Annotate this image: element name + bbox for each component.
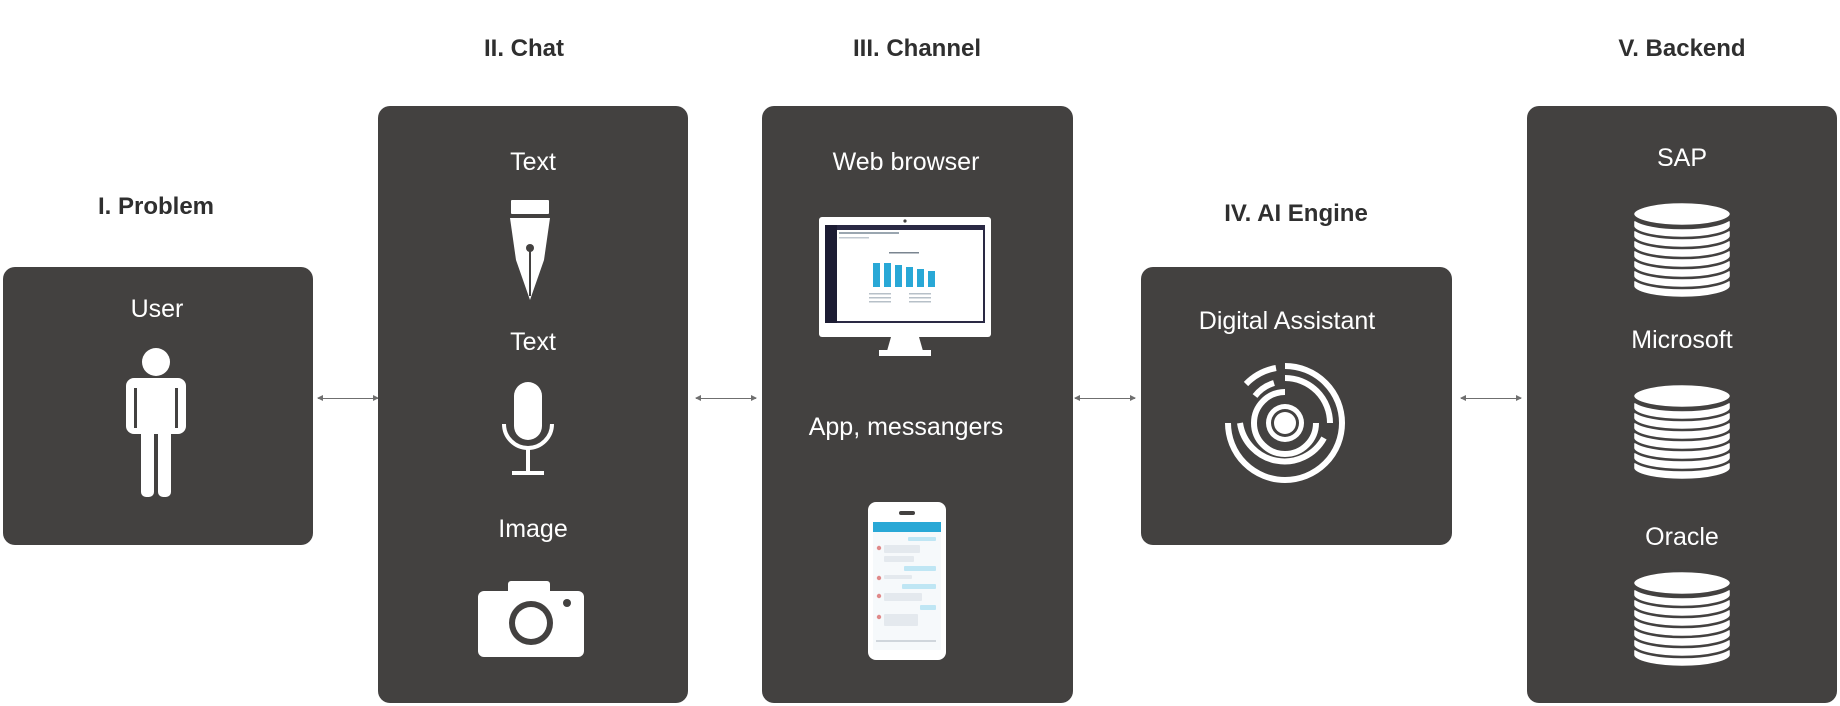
section-title-backend: V. Backend xyxy=(1618,35,1746,62)
panel-ai-engine xyxy=(1141,267,1452,545)
backend-item-oracle: Oracle xyxy=(1645,523,1719,551)
microphone-icon xyxy=(502,382,554,475)
backend-item-microsoft: Microsoft xyxy=(1631,326,1733,354)
database-icon xyxy=(1632,569,1732,669)
channel-item-app-messengers: App, messangers xyxy=(808,413,1004,441)
digital-assistant-label: Digital Assistant xyxy=(1198,307,1376,335)
section-title-ai-engine: IV. AI Engine xyxy=(1224,200,1368,227)
connector-chat-channel xyxy=(695,395,757,401)
monitor-icon xyxy=(819,217,991,356)
section-title-channel: III. Channel xyxy=(852,35,982,62)
connector-problem-chat xyxy=(317,395,379,401)
connector-channel-ai xyxy=(1074,395,1136,401)
section-title-problem: I. Problem xyxy=(97,193,215,220)
smartphone-icon xyxy=(868,502,946,660)
fountain-pen-icon xyxy=(510,200,550,300)
database-icon xyxy=(1632,200,1732,300)
person-icon xyxy=(126,348,186,497)
backend-item-sap: SAP xyxy=(1656,144,1708,172)
user-label: User xyxy=(130,295,184,323)
chat-item-text-1: Text xyxy=(510,148,556,176)
chat-item-text-2: Text xyxy=(510,328,556,356)
section-title-chat: II. Chat xyxy=(483,35,565,62)
connector-ai-backend xyxy=(1460,395,1522,401)
channel-item-web-browser: Web browser xyxy=(832,148,980,176)
camera-icon xyxy=(478,581,584,657)
chat-item-image: Image xyxy=(498,515,568,543)
database-icon xyxy=(1632,382,1732,482)
ai-spiral-icon xyxy=(1225,363,1345,483)
